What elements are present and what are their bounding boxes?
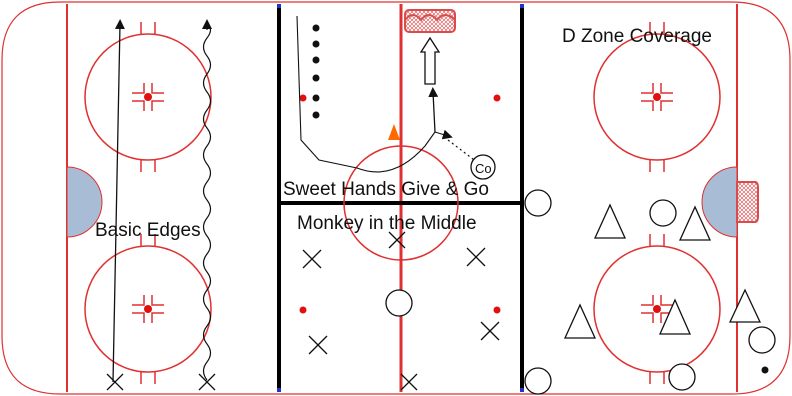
- player-x-icon: [388, 231, 406, 249]
- player-triangle-icon: [563, 303, 597, 339]
- player-circle-icon: [524, 189, 552, 217]
- player-circle-icon: [649, 199, 677, 227]
- player-x-icon: [302, 249, 322, 269]
- skate-path: [296, 15, 436, 173]
- player-x-icon: [106, 373, 124, 391]
- cone-icon: [388, 124, 400, 140]
- player-x-icon: [466, 247, 486, 267]
- arrow-icon: [428, 87, 439, 133]
- crease-right: [701, 166, 738, 238]
- faceoff-dot: [299, 94, 307, 102]
- net-icon: [404, 9, 456, 33]
- faceoff-circle-right-bottom: [593, 234, 721, 384]
- center-circle: [343, 145, 459, 261]
- d-zone-label: D Zone Coverage: [562, 26, 712, 47]
- coach-icon: [470, 154, 496, 180]
- puck-dot-icon: [761, 366, 769, 374]
- player-circle-icon: [668, 363, 696, 391]
- sweet-hands-label: Sweet Hands Give & Go: [283, 179, 489, 200]
- net-icon: [736, 181, 759, 223]
- player-circle-icon: [748, 326, 776, 354]
- faceoff-dot: [299, 306, 307, 314]
- player-queue: [312, 24, 320, 119]
- player-circle-icon: [524, 367, 552, 395]
- crease-left: [66, 166, 103, 238]
- player-circle-icon: [385, 289, 413, 317]
- player-triangle-icon: [728, 288, 762, 323]
- basic-edges-label: Basic Edges: [95, 220, 201, 241]
- coach-label: Co: [475, 161, 492, 176]
- faceoff-circle-left-top: [84, 22, 212, 172]
- faceoff-dot: [493, 94, 501, 102]
- player-x-icon: [198, 373, 216, 391]
- shot-arrow-icon: [419, 36, 441, 85]
- monkey-middle-label: Monkey in the Middle: [297, 213, 477, 234]
- arrow-icon: [434, 129, 453, 140]
- wavy-arrow-icon: [202, 23, 212, 381]
- arrow-icon: [112, 19, 125, 383]
- player-triangle-icon: [678, 205, 712, 241]
- faceoff-dot: [493, 306, 501, 314]
- player-triangle-icon: [593, 203, 627, 239]
- faceoff-circle-right-top: [593, 22, 721, 172]
- faceoff-circle-left-bottom: [84, 234, 212, 384]
- player-x-icon: [308, 335, 328, 355]
- player-x-icon: [400, 373, 418, 391]
- player-x-icon: [480, 321, 500, 341]
- player-triangle-icon: [659, 298, 691, 335]
